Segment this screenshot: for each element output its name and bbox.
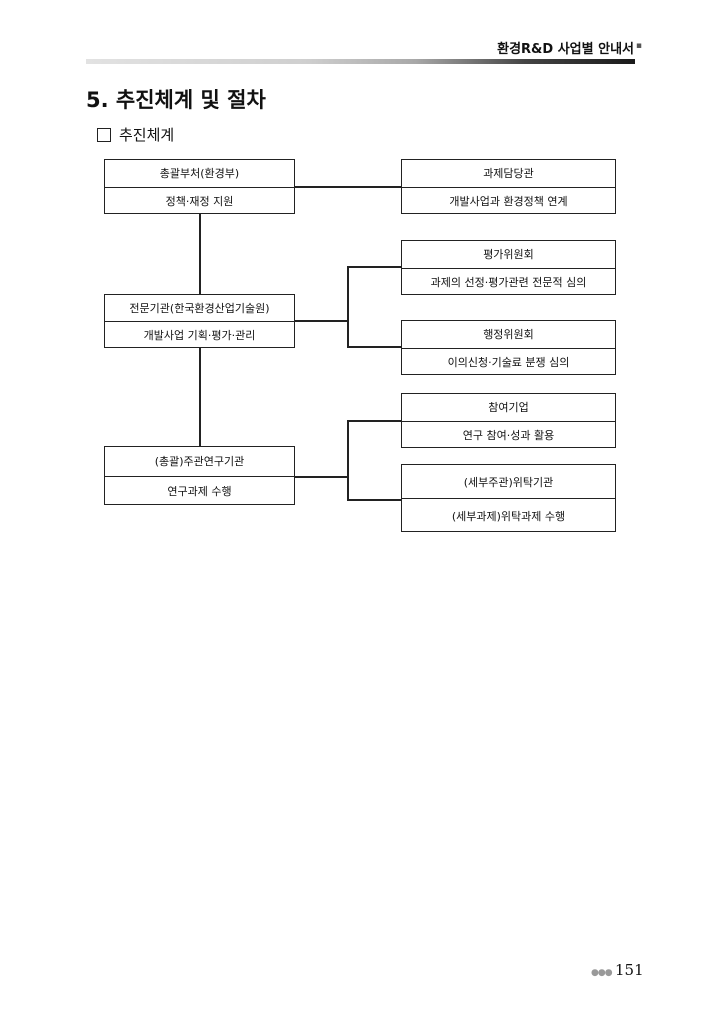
company-box: 참여기업 연구 참여·성과 활용 xyxy=(401,393,616,448)
consign-role: (세부과제)위탁과제 수행 xyxy=(402,498,615,532)
manager-role: 개발사업과 환경정책 연계 xyxy=(402,186,615,215)
company-role: 연구 참여·성과 활용 xyxy=(402,420,615,449)
section-title: 5. 추진체계 및 절차 xyxy=(86,88,266,112)
connector-agency-branch xyxy=(294,320,348,322)
connector-ministry-agency xyxy=(199,213,201,295)
agency-role: 개발사업 기획·평가·관리 xyxy=(105,321,294,348)
manager-name: 과제담당관 xyxy=(483,167,534,181)
subsection-heading: 추진체계 xyxy=(97,124,174,145)
company-name: 참여기업 xyxy=(488,401,529,415)
consign-name: (세부주관)위탁기관 xyxy=(463,475,554,489)
consign-box: (세부주관)위탁기관 (세부과제)위탁과제 수행 xyxy=(401,464,616,532)
connector-partner-trunk xyxy=(347,420,349,500)
eval-committee-role: 과제의 선정·평가관련 전문적 심의 xyxy=(402,267,615,296)
agency-box: 전문기관(한국환경산업기술원) 개발사업 기획·평가·관리 xyxy=(104,294,295,348)
running-header-title: 환경R&D 사업별 안내서 xyxy=(497,42,634,57)
connector-company xyxy=(347,420,402,422)
header-rule xyxy=(86,59,635,64)
connector-lead-branch xyxy=(294,476,348,478)
lead-institution-name: (총괄)주관연구기관 xyxy=(154,455,245,469)
ministry-box: 총괄부처(환경부) 정책·재정 지원 xyxy=(104,159,295,214)
ministry-name: 총괄부처(환경부) xyxy=(159,167,240,181)
admin-committee-name: 행정위원회 xyxy=(483,328,534,342)
header-marker-icon: ▪ xyxy=(635,41,642,51)
admin-committee-role: 이의신청·기술료 분쟁 심의 xyxy=(402,347,615,376)
connector-consign xyxy=(347,499,402,501)
connector-eval xyxy=(347,266,402,268)
footer-dots-icon: ●●● xyxy=(591,968,613,978)
lead-institution-role: 연구과제 수행 xyxy=(105,475,294,506)
subsection-title: 추진체계 xyxy=(119,126,175,144)
connector-ministry-manager xyxy=(294,186,402,188)
page-number: 151 xyxy=(615,961,644,979)
manager-box: 과제담당관 개발사업과 환경정책 연계 xyxy=(401,159,616,214)
connector-admin xyxy=(347,346,402,348)
connector-agency-lead xyxy=(199,347,201,446)
eval-committee-name: 평가위원회 xyxy=(483,248,534,262)
ministry-role: 정책·재정 지원 xyxy=(105,186,294,215)
connector-committee-trunk xyxy=(347,266,349,347)
eval-committee-box: 평가위원회 과제의 선정·평가관련 전문적 심의 xyxy=(401,240,616,295)
lead-institution-box: (총괄)주관연구기관 연구과제 수행 xyxy=(104,446,295,505)
agency-name: 전문기관(한국환경산업기술원) xyxy=(129,302,270,315)
admin-committee-box: 행정위원회 이의신청·기술료 분쟁 심의 xyxy=(401,320,616,375)
checkbox-icon xyxy=(97,127,111,142)
